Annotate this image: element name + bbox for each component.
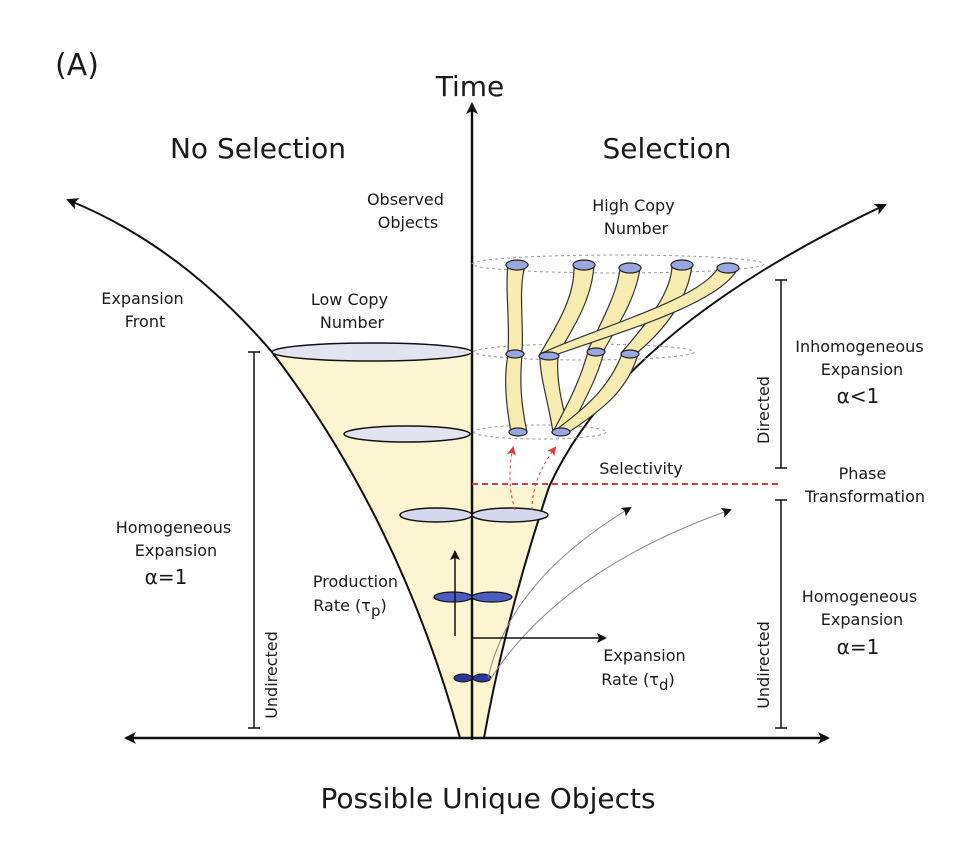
objects-axis-label: Possible Unique Objects [320,782,655,815]
tube-caps [505,259,740,437]
cross-section-left-5 [453,673,473,683]
high-copy-number-label: High Copy Number [592,196,680,238]
selection-arrow-1 [507,446,516,511]
left-undirected-label: Undirected [262,631,281,719]
cross-section-right-3 [471,507,549,523]
right-undirected-bracket [775,499,787,729]
selectivity-label: Selectivity [599,459,682,478]
right-undirected-label: Undirected [754,621,773,709]
right-lower-regime-label: Homogeneous Expansion [802,587,923,629]
selection-arrow-2 [531,446,557,511]
panel-label: (A) [55,48,99,83]
expansion-rate-label: Expansion Rate (τd) [601,646,690,694]
time-axis-label: Time [435,70,505,103]
left-regime-label: Homogeneous Expansion [116,518,237,560]
right-upper-regime-label: Inhomogeneous Expansion [795,337,929,379]
header-selection: Selection [602,132,731,165]
right-lower-alpha-label: α=1 [837,635,880,659]
cross-section-left-1 [271,342,473,362]
right-upper-alpha-label: α<1 [837,384,880,408]
trajectory-1 [487,506,632,679]
left-alpha-label: α=1 [145,565,188,589]
expansion-front-left-curve [66,198,461,739]
header-no-selection: No Selection [170,132,346,165]
phase-transformation-label: Phase Transformation [804,464,925,506]
cross-section-right-4 [471,591,513,603]
funnel-fill-right [472,487,549,738]
production-rate-label: Production Rate (τp) [313,572,403,620]
right-directed-bracket [775,279,787,469]
cross-section-left-2 [343,425,471,443]
funnel-fill-left [272,352,472,738]
cross-section-left-3 [399,507,473,523]
cross-section-left-4 [433,591,473,603]
observed-objects-label: Observed Objects [367,190,449,232]
expansion-front-label: Expansion Front [101,289,188,331]
low-copy-number-label: Low Copy Number [311,290,393,332]
right-directed-label: Directed [754,376,773,444]
left-undirected-bracket [248,351,260,729]
expansion-front-right-curve [483,203,887,739]
guide-ellipse-low [473,424,607,440]
guide-ellipse-top [471,254,765,274]
trajectory-2 [489,507,732,681]
selected-object-tubes [505,264,739,433]
